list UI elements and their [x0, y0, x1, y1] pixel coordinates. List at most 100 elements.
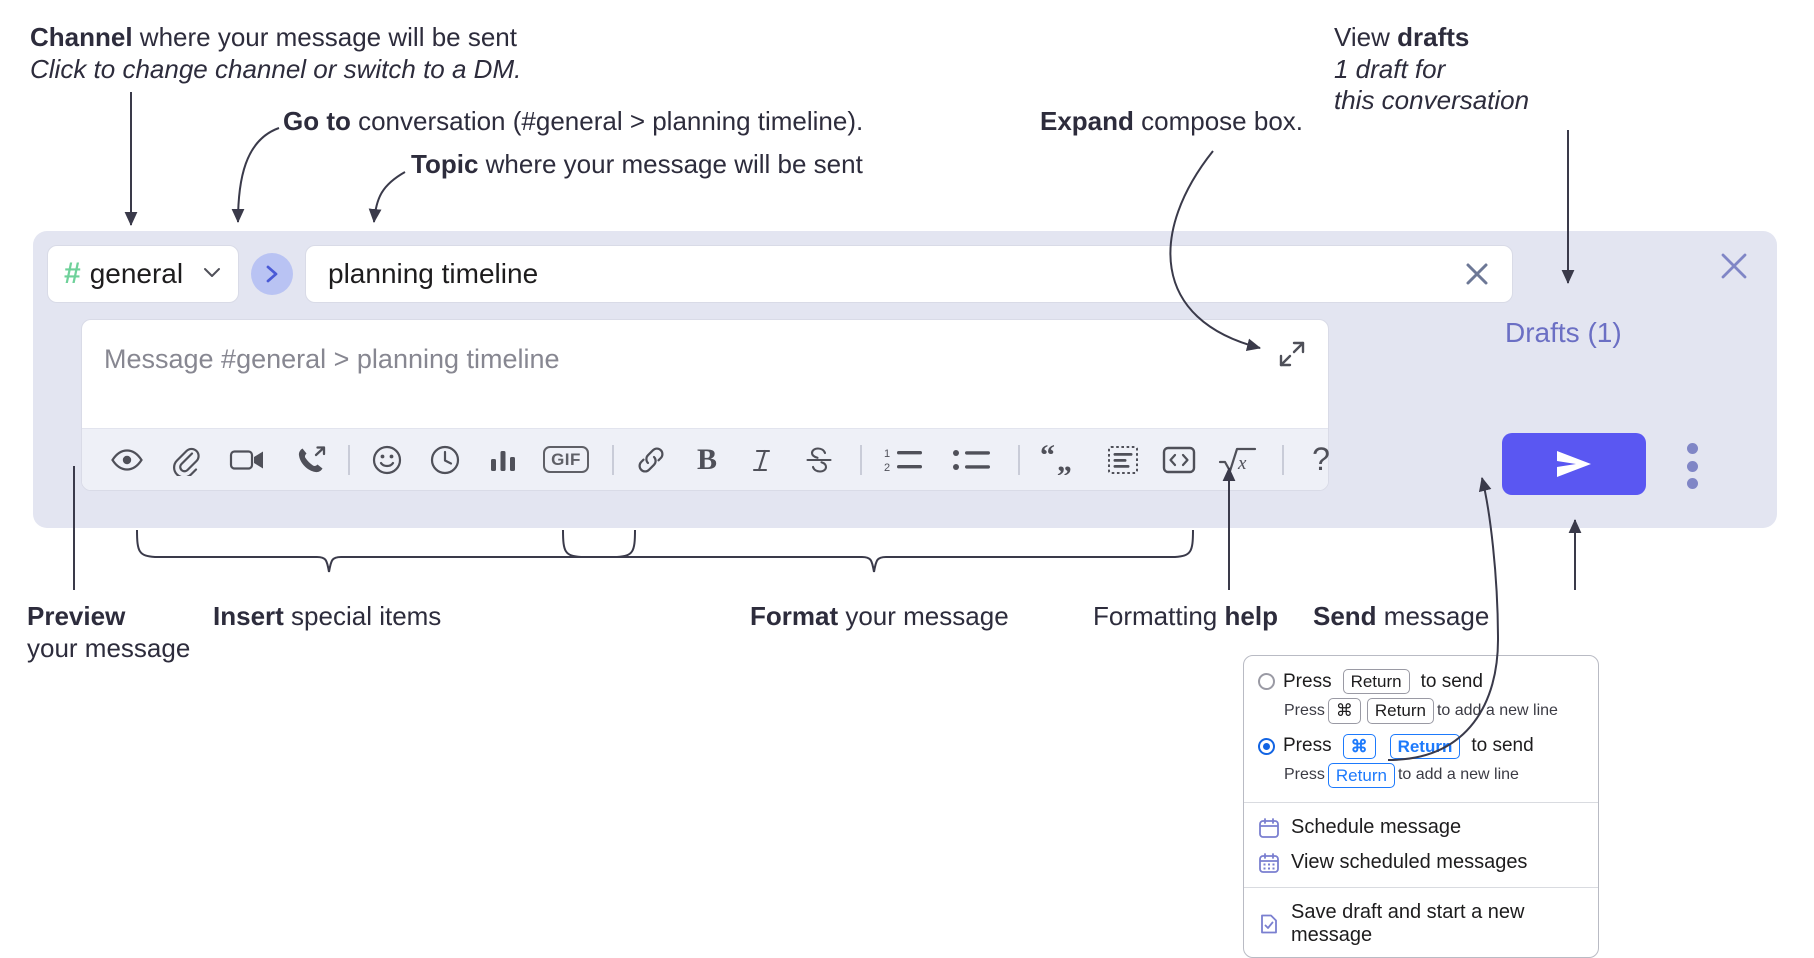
menu-item-schedule-message[interactable]: Schedule message	[1244, 810, 1598, 845]
annotation-help: Formatting help	[1093, 601, 1278, 633]
toolbar-divider	[612, 444, 614, 475]
radio-return-to-send[interactable]	[1258, 673, 1275, 691]
annotation-preview-sub: your message	[27, 632, 191, 663]
menu-item-label: Save draft and start a new message	[1291, 901, 1525, 946]
bold-icon[interactable]: B	[684, 437, 730, 483]
option1-subtext: Press ⌘Return to add a new line	[1244, 697, 1598, 730]
menu-divider	[1244, 802, 1598, 803]
annotation-insert-bold: Insert	[213, 601, 284, 631]
annotation-insert-rest: special items	[283, 601, 442, 631]
clear-topic-icon[interactable]	[1460, 257, 1494, 291]
expand-compose-icon[interactable]	[1276, 338, 1310, 372]
toolbar-divider	[1282, 444, 1284, 475]
formatting-toolbar: GIF B	[82, 428, 1330, 490]
annotation-drafts-bold: drafts	[1397, 22, 1470, 52]
go-to-conversation-button[interactable]	[251, 253, 293, 295]
annotation-help-pre: Formatting	[1093, 601, 1225, 631]
menu-item-label: Schedule message	[1291, 816, 1462, 838]
option2-sub-pre: Press	[1284, 766, 1325, 784]
svg-text:„: „	[1057, 445, 1072, 475]
annotation-drafts-sub2: this conversation	[1334, 85, 1530, 116]
message-input-box[interactable]: Message #general > planning timeline	[81, 319, 1330, 491]
key-command: ⌘	[1327, 698, 1361, 724]
svg-text:x: x	[1237, 453, 1247, 474]
annotation-expand-rest: compose box.	[1133, 106, 1304, 136]
annotation-drafts: View drafts 1 draft for this conversatio…	[1334, 22, 1529, 117]
gif-icon[interactable]: GIF	[538, 437, 594, 483]
annotation-goto-rest: conversation (#general > planning timeli…	[350, 106, 864, 136]
option1-post: to send	[1420, 670, 1483, 692]
close-icon[interactable]	[1717, 249, 1751, 283]
kebab-dot	[1686, 460, 1698, 472]
attachment-icon[interactable]	[162, 437, 208, 483]
annotation-channel: Channel where your message will be sent …	[30, 22, 521, 85]
annotation-channel-sub: Click to change channel or switch to a D…	[30, 53, 522, 84]
annotation-goto-bold: Go to	[283, 106, 351, 136]
italic-icon[interactable]	[740, 437, 786, 483]
annotation-send: Send message	[1313, 601, 1489, 633]
poll-icon[interactable]	[480, 437, 526, 483]
annotation-format-rest: your message	[838, 601, 1009, 631]
menu-item-view-scheduled-messages[interactable]: View scheduled messages	[1244, 845, 1598, 880]
key-return: Return	[1366, 698, 1434, 724]
annotation-topic-bold: Topic	[411, 149, 479, 179]
annotation-topic: Topic where your message will be sent	[411, 149, 863, 181]
video-icon[interactable]	[220, 437, 276, 483]
kebab-dot	[1686, 443, 1698, 454]
compose-panel: # general planning timeline Message #gen…	[33, 231, 1777, 528]
option1-pre: Press	[1283, 670, 1332, 692]
send-arrow-icon	[1557, 451, 1591, 477]
hash-icon: #	[64, 257, 81, 290]
svg-text:“: “	[1040, 445, 1055, 472]
annotation-insert: Insert special items	[213, 601, 441, 633]
annotation-goto: Go to conversation (#general > planning …	[283, 106, 863, 138]
drafts-link[interactable]: Drafts (1)	[1505, 317, 1622, 348]
option-press-return-to-send[interactable]: Press Return to send	[1244, 666, 1598, 697]
bold-label: B	[696, 442, 717, 476]
emoji-icon[interactable]	[364, 437, 410, 483]
radio-cmd-return-to-send[interactable]	[1258, 737, 1275, 755]
message-placeholder: Message #general > planning timeline	[104, 344, 560, 374]
svg-text:2: 2	[884, 462, 890, 474]
inline-code-icon[interactable]	[1156, 437, 1202, 483]
menu-item-save-draft[interactable]: Save draft and start a new message	[1244, 895, 1598, 953]
bulleted-list-icon[interactable]	[944, 437, 1000, 483]
annotation-preview-bold: Preview	[27, 601, 126, 631]
blockquote-icon[interactable]: “ „	[1034, 437, 1090, 483]
key-return: Return	[1327, 762, 1395, 788]
preview-icon[interactable]	[104, 437, 150, 483]
annotation-topic-rest: where your message will be sent	[478, 149, 863, 179]
view-scheduled-calendar-icon	[1258, 852, 1280, 874]
toolbar-divider	[1018, 444, 1020, 475]
option-press-cmd-return-to-send[interactable]: Press ⌘Return to send	[1244, 731, 1598, 762]
link-icon[interactable]	[628, 437, 674, 483]
option2-subtext: Press Return to add a new line	[1244, 762, 1598, 795]
annotation-channel-rest: where your message will be sent	[132, 22, 517, 52]
gif-label: GIF	[543, 446, 589, 473]
toolbar-divider	[860, 444, 862, 475]
help-label: ?	[1312, 441, 1330, 477]
toolbar-divider	[348, 444, 350, 475]
send-button[interactable]	[1502, 433, 1646, 495]
compose-options-menu: Press Return to send Press ⌘Return to ad…	[1243, 655, 1599, 958]
annotation-format-bold: Format	[750, 601, 839, 631]
compose-options-button[interactable]	[1677, 443, 1707, 489]
option2-sub-post: to add a new line	[1397, 766, 1519, 784]
annotation-format: Format your message	[750, 601, 1009, 633]
ordered-list-icon[interactable]: 1 2	[876, 437, 932, 483]
channel-selector[interactable]: # general	[47, 245, 239, 303]
annotation-drafts-sub1: 1 draft for	[1334, 53, 1446, 84]
topic-input[interactable]: planning timeline	[305, 245, 1513, 303]
annotation-drafts-pre: View	[1334, 22, 1398, 52]
math-icon[interactable]: x	[1210, 437, 1266, 483]
option2-post: to send	[1471, 735, 1534, 757]
annotation-expand: Expand compose box.	[1040, 106, 1303, 138]
chevron-down-icon	[200, 260, 224, 289]
formatting-help-icon[interactable]: ?	[1298, 437, 1344, 483]
strikethrough-icon[interactable]	[796, 437, 842, 483]
audio-call-icon[interactable]	[288, 437, 334, 483]
channel-name-label: general	[89, 258, 184, 289]
code-block-icon[interactable]	[1100, 437, 1146, 483]
clock-icon[interactable]	[422, 437, 468, 483]
menu-divider	[1244, 887, 1598, 888]
